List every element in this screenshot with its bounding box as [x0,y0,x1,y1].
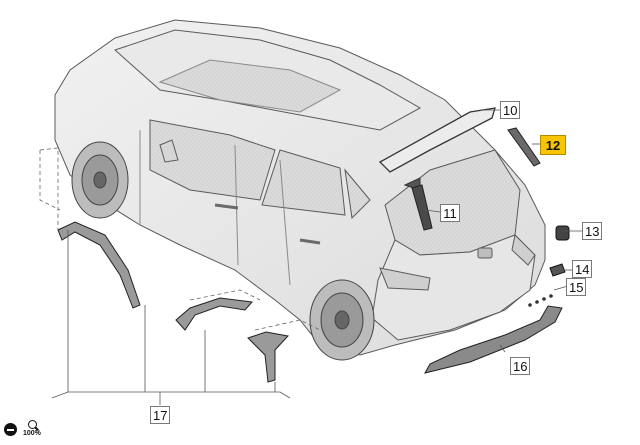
callout-10[interactable]: 10 [500,101,521,119]
callout-17[interactable]: 17 [150,406,171,424]
front-wheel [71,141,129,219]
zoom-level: 100% [23,430,41,437]
zoom-toolbar: 100% [4,420,45,438]
callout-14[interactable]: 14 [572,260,593,278]
car-illustration [54,19,546,356]
leader-lines [51,109,582,405]
magnifier-icon [28,420,37,429]
arch-guides [39,147,321,331]
part-rear-spoiler [378,107,496,173]
part-clip [555,225,570,241]
part-wheel-arches [57,221,289,383]
callout-16[interactable]: 16 [510,357,531,375]
part-screws [528,294,553,307]
callout-13[interactable]: 13 [582,222,603,240]
part-bracket [549,263,566,277]
callout-11[interactable]: 11 [440,204,460,222]
callout-15[interactable]: 15 [566,278,587,296]
zoom-out-icon[interactable] [4,422,17,436]
callout-12[interactable]: 12 [540,135,566,155]
zoom-reset-button[interactable]: 100% [23,420,45,438]
rear-wheel [309,279,375,361]
part-rear-diffuser [424,305,563,374]
part-side-trim [507,127,541,167]
part-window-trim [411,184,433,231]
